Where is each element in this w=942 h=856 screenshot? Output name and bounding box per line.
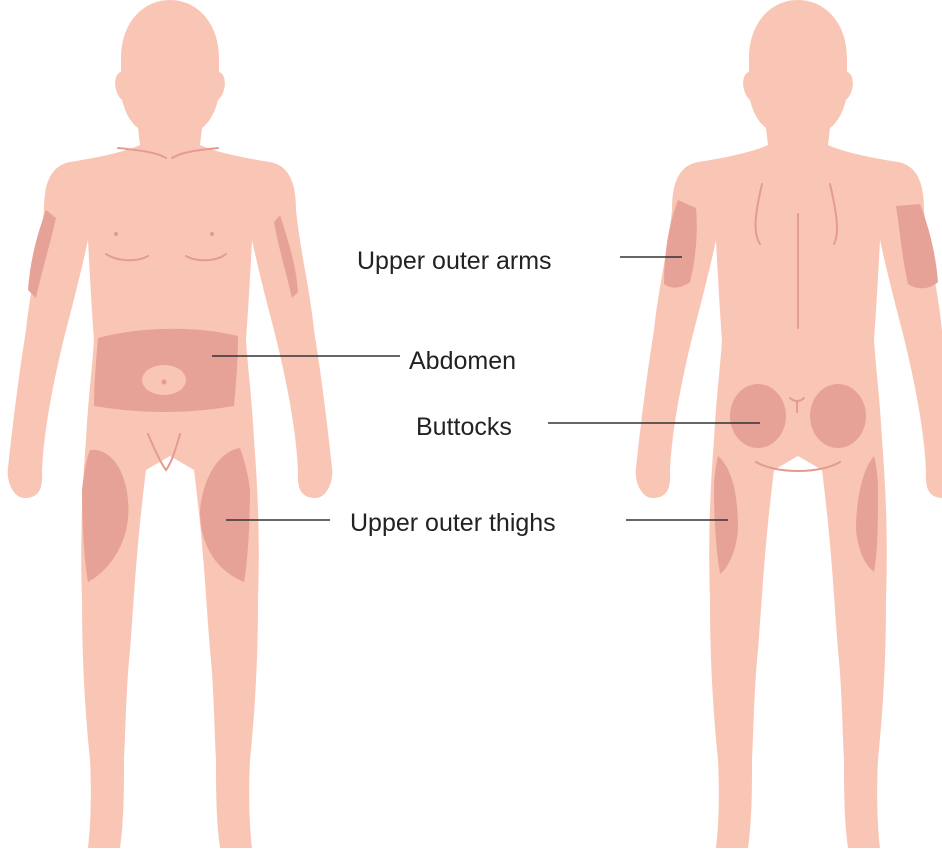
back-body [636, 0, 942, 848]
front-nipple-right [210, 232, 214, 236]
label-upper-outer-arms: Upper outer arms [357, 246, 552, 276]
navel-dot [162, 380, 167, 385]
front-nipple-left [114, 232, 118, 236]
front-body [8, 0, 333, 848]
front-figure [8, 0, 333, 848]
buttock-right-zone [810, 384, 866, 448]
label-abdomen: Abdomen [409, 346, 516, 376]
label-upper-outer-thighs: Upper outer thighs [350, 508, 556, 538]
buttock-left-zone [730, 384, 786, 448]
back-figure [636, 0, 942, 848]
label-buttocks: Buttocks [416, 412, 512, 442]
